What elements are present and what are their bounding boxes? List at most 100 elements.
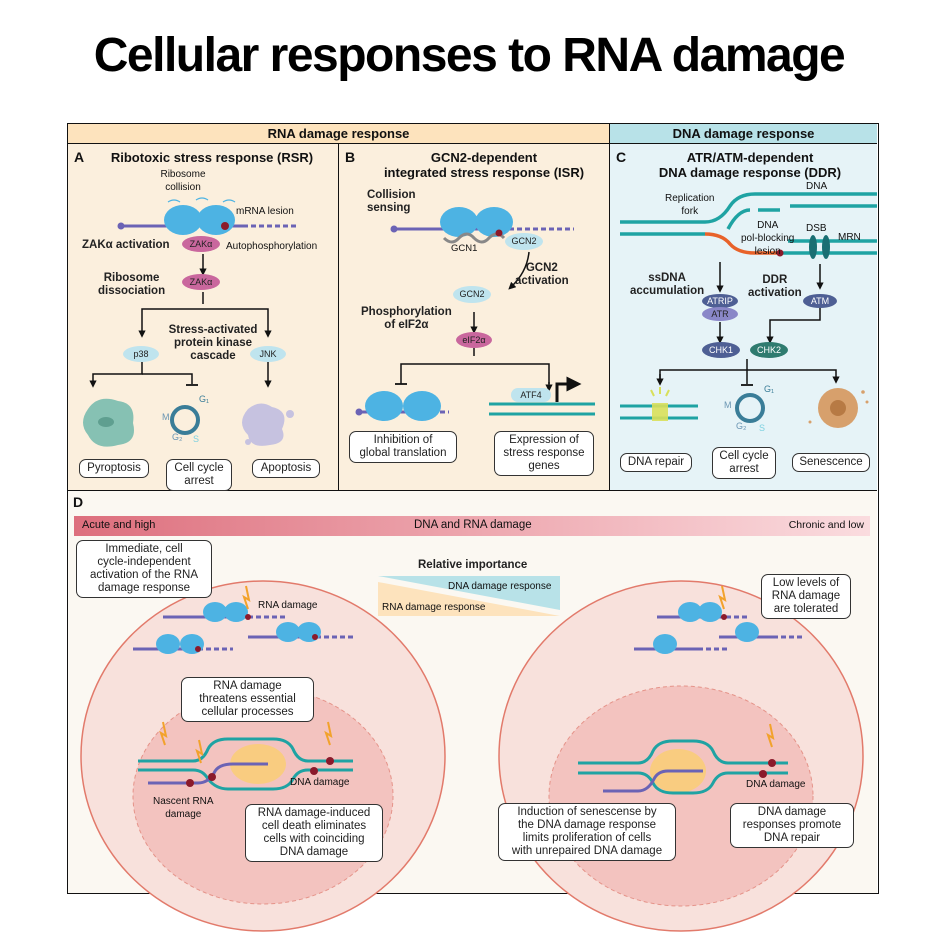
panel-c: C ATR/ATM-dependent DNA damage response … [610,144,877,491]
outcome-dna-repair: DNA repair [620,453,692,472]
zak-activation-label: ZAKα activation [82,239,170,251]
left-callout-cell-death: RNA damage-induced cell death eliminates… [245,804,383,862]
replication-fork-label: Replication fork [665,193,715,217]
ribosome [224,602,248,622]
panel-b-title: GCN2-dependent integrated stress respons… [383,150,585,180]
ribosome [197,205,235,235]
outcome-apoptosis: Apoptosis [252,459,320,478]
right-callout-tolerated: Low levels of RNA damage are tolerated [761,574,851,619]
left-dna-damage-label: DNA damage [290,777,350,788]
chk1-node: CHK1 [702,342,740,358]
ribosome-collision-diagram: G₁ S G₂ M [83,197,298,447]
relative-importance-wedge [378,576,560,616]
ribosome [403,391,441,421]
svg-text:G₁: G₁ [199,394,209,404]
mrna-lesion-label: mRNA lesion [236,206,294,217]
rna-damage-header: RNA damage response [68,124,610,144]
right-dna-damage-label: DNA damage [746,779,806,790]
ddr-activation-label: DDR activation [748,274,802,299]
svg-text:M: M [724,400,732,410]
cell-cycle-icon: G₁ S G₂ M [162,394,209,444]
svg-text:G₂: G₂ [736,421,747,431]
ribosome [164,205,202,235]
svg-text:M: M [162,412,170,422]
mrn-complex-icon [809,235,817,259]
figure-title: Cellular responses to RNA damage [93,29,846,82]
atf4-node: ATF4 [511,388,551,402]
cell-cycle-icon: G₁ S G₂ M [724,384,774,433]
gradient-center-label: DNA and RNA damage [414,519,532,531]
ribosome [156,634,180,654]
damage-gradient-bar: Acute and high DNA and RNA damage Chroni… [74,516,870,536]
cascade-label: Stress-activated protein kinase cascade [168,324,258,362]
atr-node: ATR [702,307,738,321]
svg-text:G₂: G₂ [172,432,183,442]
left-callout-threatens: RNA damage threatens essential cellular … [181,677,314,722]
right-callout-dna-repair: DNA damage responses promote DNA repair [730,803,854,848]
lesion-icon [221,222,229,230]
dna-label: DNA [806,181,828,192]
left-callout-immediate: Immediate, cell cycle-independent activa… [76,540,212,598]
zak-alpha-node-dissociated: ZAKα [182,274,220,290]
atrip-node: ATRIP [702,294,738,308]
outcome-cell-cycle-arrest: Cell cycle arrest [166,459,232,491]
mrn-label: MRN [838,232,861,243]
pol-blocking-lesion-label: DNA pol-blocking lesion [741,220,795,257]
ribosome [678,602,702,622]
gcn2-active-node: GCN2 [453,286,491,303]
panel-c-letter: C [616,149,627,165]
outcome-pyroptosis: Pyroptosis [79,459,149,478]
dna-lesion-icon [310,767,318,775]
svg-text:G₁: G₁ [764,384,774,394]
ribosome [653,634,677,654]
rna-lesion-icon [208,773,216,781]
panel-c-title: ATR/ATM-dependent DNA damage response (D… [658,150,842,180]
panel-a-title: Ribotoxic stress response (RSR) [110,150,314,165]
outcome-stress-genes: Expression of stress response genes [494,431,594,476]
senescent-cell-icon [808,388,869,428]
dsb-label: DSB [806,223,827,234]
outcome-senescence: Senescence [792,453,870,472]
right-callout-senescence: Induction of senescense by the DNA damag… [498,803,676,861]
ribosome [276,622,300,642]
rna-response-wedge-label: RNA damage response [382,602,486,613]
dna-repair-icon [620,387,698,421]
ssdna-accumulation-label: ssDNA accumulation [630,272,705,297]
autophosphorylation-label: Autophosphorylation [226,241,318,252]
outcome-cell-cycle-arrest: Cell cycle arrest [712,447,776,479]
dna-damage-header: DNA damage response [610,124,877,144]
dna-lesion-icon [326,757,334,765]
phosphorylation-label: Phosphorylation of eIF2α [361,306,452,331]
panel-d-letter: D [73,494,84,510]
dna-lesion-icon [768,759,776,767]
ribosome [203,602,227,622]
ribosome [297,622,321,642]
gcn2-complex-node: GCN2 [505,233,543,250]
gcn1-label: GCN1 [451,243,478,254]
ribosome-collision-label: Ribosome collision [160,169,206,193]
pyroptosis-cell-icon [83,398,134,447]
panel-a-letter: A [74,149,85,165]
panel-b-letter: B [345,149,356,165]
gcn2-pathway-diagram [355,207,595,421]
ribosome-dissociation-label: Ribosome dissociation [98,272,166,297]
svg-text:S: S [759,423,765,433]
lesion-icon [495,229,503,237]
ribosome [475,207,513,237]
outcome-inhibition-translation: Inhibition of global translation [349,431,457,463]
gcn2-activation-label: GCN2 activation [515,262,569,287]
panel-a: A Ribotoxic stress response (RSR) Riboso… [68,144,339,491]
apoptosis-cell-icon [242,403,294,446]
atm-node: ATM [803,294,837,308]
rna-lesion-icon [186,779,194,787]
ribosome [180,634,204,654]
figure-frame: RNA damage response DNA damage response … [67,123,879,932]
ddr-pathway-diagram: G₁ S G₂ M [620,192,877,433]
relative-importance-label: Relative importance [418,559,528,571]
dna-response-wedge-label: DNA damage response [448,581,552,592]
ribosome [698,602,722,622]
gradient-left-label: Acute and high [82,519,156,531]
eif2a-node: eIF2α [456,332,492,348]
left-rna-damage-label: RNA damage [258,600,318,611]
mrn-complex-icon [822,235,830,259]
